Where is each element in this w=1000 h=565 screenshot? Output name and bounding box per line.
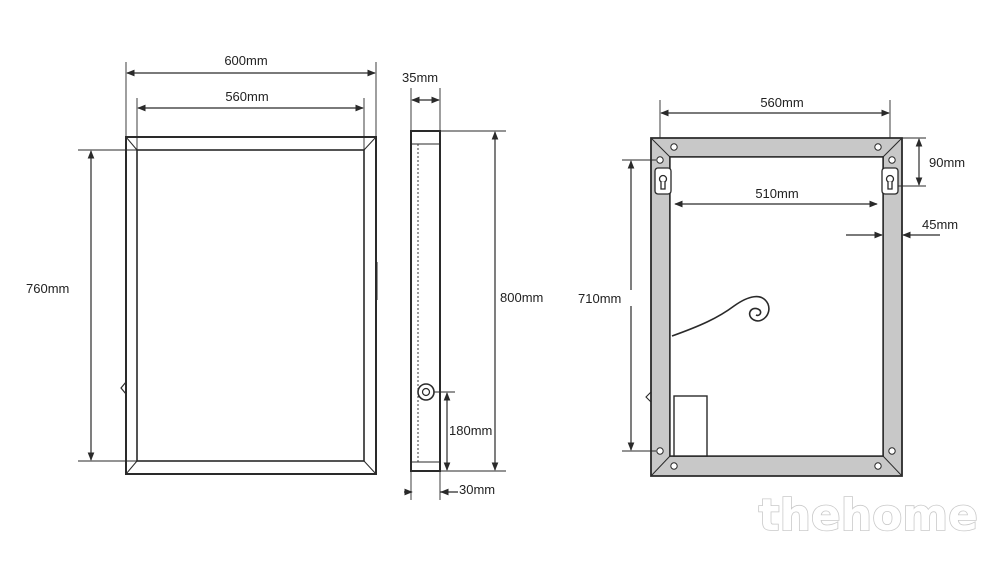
label-800mm: 800mm [500, 290, 543, 305]
side-view-labels: 35mm 800mm 180mm 30mm [402, 70, 556, 497]
label-45mm: 45mm [922, 217, 958, 232]
label-90mm: 90mm [929, 155, 965, 170]
keyhole-hanger-right [881, 167, 899, 195]
side-profile [410, 130, 441, 472]
mirror-outer-frame [125, 136, 377, 475]
label-760mm: 760mm [26, 281, 69, 296]
label-560mm-front: 560mm [225, 89, 268, 104]
mirror-glass-panel [136, 149, 365, 462]
label-510mm: 510mm [755, 186, 798, 201]
label-600mm: 600mm [224, 53, 267, 68]
screw-holes [656, 143, 896, 470]
label-35mm: 35mm [402, 70, 438, 85]
label-180mm: 180mm [449, 423, 492, 438]
label-30mm: 30mm [459, 482, 495, 497]
driver-box [673, 395, 708, 457]
socket-knob [417, 383, 435, 401]
label-710mm: 710mm [578, 291, 621, 306]
keyhole-hanger-left [654, 167, 672, 195]
watermark-logo: thehome [759, 490, 978, 541]
back-view-labels: 560mm 510mm 90mm 45mm 710mm [576, 94, 965, 306]
side-view [404, 88, 506, 500]
back-view [622, 100, 940, 477]
front-view-labels: 600mm 560mm 760mm [24, 52, 276, 296]
power-cable [671, 295, 770, 337]
side-switch-shape [120, 381, 127, 395]
label-560mm-back: 560mm [760, 95, 803, 110]
front-view [78, 62, 378, 475]
